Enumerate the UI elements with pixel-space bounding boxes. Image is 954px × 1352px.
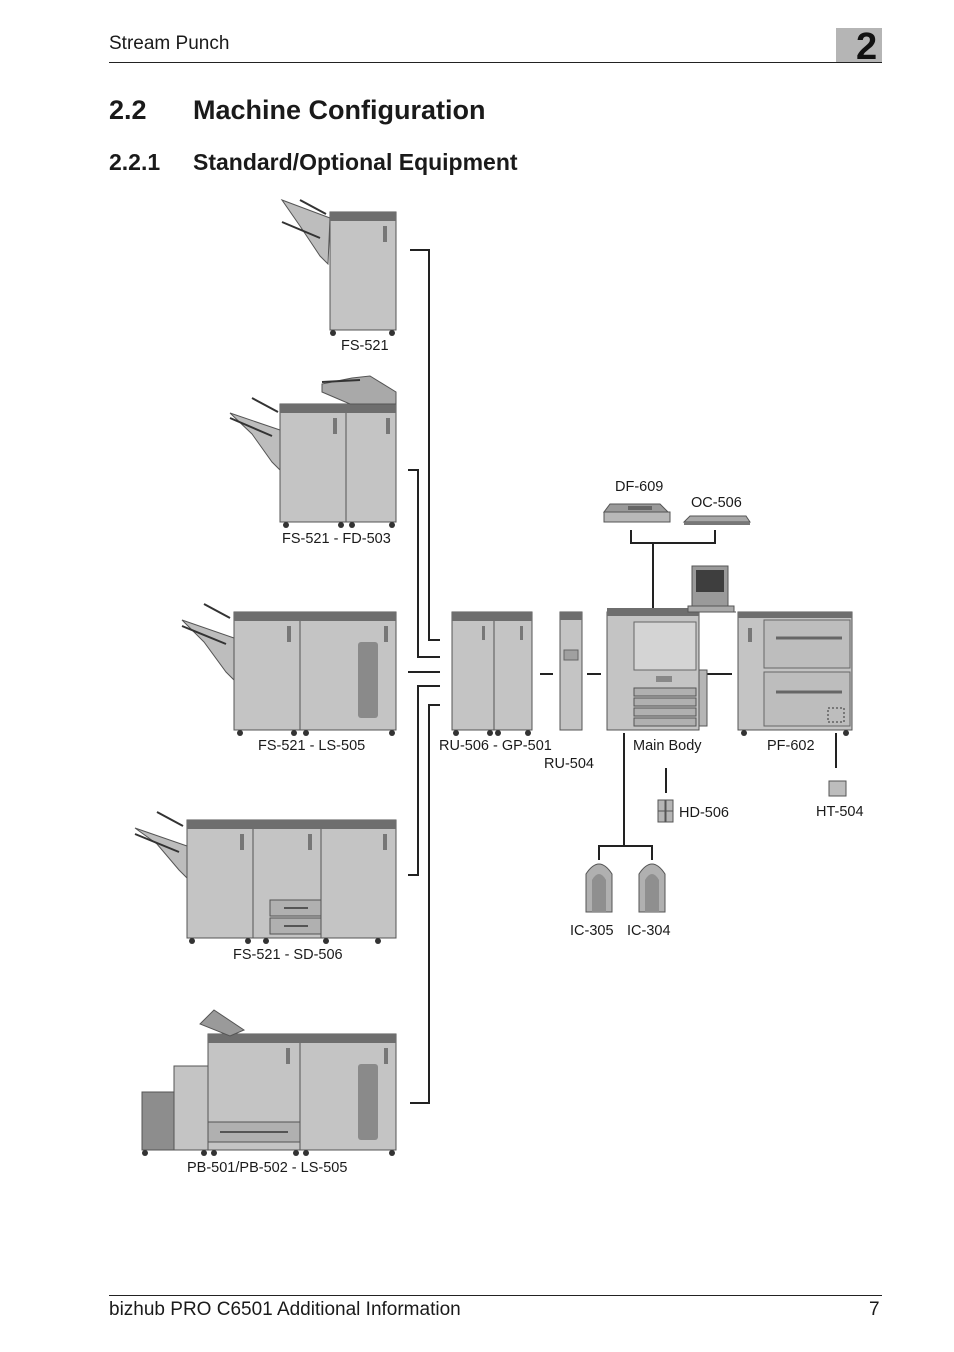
label-ru504: RU-504 (544, 756, 594, 772)
ht504-unit (828, 780, 847, 797)
label-ic304: IC-304 (627, 923, 671, 939)
label-df609: DF-609 (615, 479, 664, 495)
fs521-ls505-unit (181, 603, 397, 736)
running-header: Stream Punch (109, 33, 230, 54)
label-fs521: FS-521 (341, 338, 389, 354)
subsection-number: 2.2.1 (109, 149, 161, 175)
df609-unit (603, 503, 671, 523)
connector-lines (408, 249, 837, 1104)
label-pf602: PF-602 (767, 738, 815, 754)
section-number: 2.2 (109, 95, 147, 125)
label-main-body: Main Body (633, 738, 702, 754)
subsection-title: Standard/Optional Equipment (193, 149, 518, 175)
label-hd506: HD-506 (679, 805, 729, 821)
fs521-fd503-unit (229, 375, 397, 528)
page-number: 7 (869, 1299, 880, 1320)
pb-ls505-unit (141, 1009, 397, 1156)
footer-title: bizhub PRO C6501 Additional Information (109, 1299, 461, 1320)
main-body-unit (606, 565, 736, 731)
label-pb-ls505: PB-501/PB-502 - LS-505 (187, 1160, 348, 1176)
fs521-unit (280, 198, 397, 336)
oc506-unit (682, 515, 751, 525)
header-rule (109, 62, 882, 63)
label-fs521-fd503: FS-521 - FD-503 (282, 531, 391, 547)
ru506-gp501-unit (451, 611, 533, 736)
label-ic305: IC-305 (570, 923, 614, 939)
label-fs521-sd506: FS-521 - SD-506 (233, 947, 343, 963)
pf602-unit (737, 611, 853, 736)
label-ht504: HT-504 (816, 804, 864, 820)
label-fs521-ls505: FS-521 - LS-505 (258, 738, 366, 754)
label-oc506: OC-506 (691, 495, 742, 511)
chapter-tab (836, 28, 882, 62)
chapter-number: 2 (856, 26, 878, 68)
label-ru506-gp501: RU-506 - GP-501 (439, 738, 552, 754)
hd506-unit (657, 799, 674, 823)
ic305-unit (585, 863, 613, 913)
ru504-unit (559, 611, 583, 731)
fs521-sd506-unit (134, 811, 397, 944)
footer-rule (109, 1295, 882, 1296)
section-title: Machine Configuration (193, 95, 486, 125)
ic304-unit (638, 863, 666, 913)
